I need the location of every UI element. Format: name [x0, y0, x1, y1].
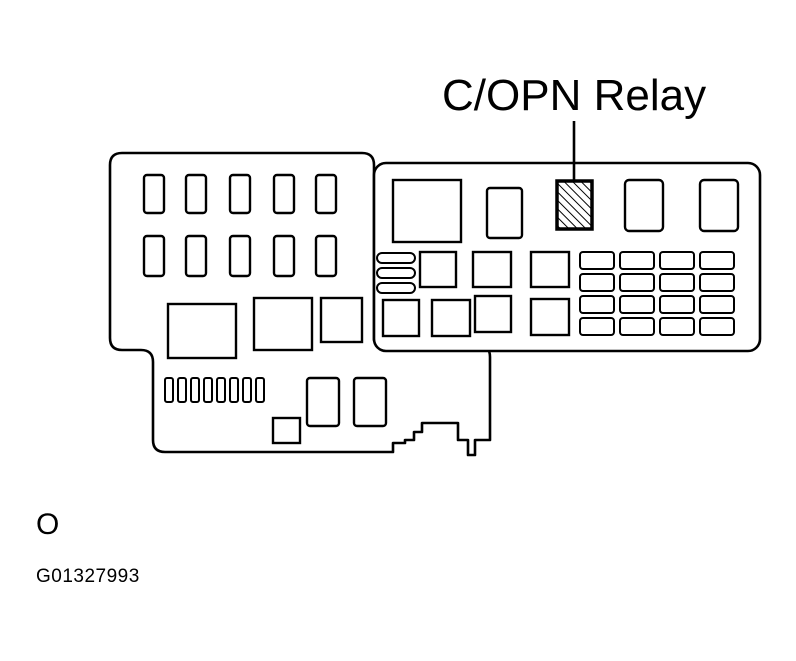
relay [485, 186, 524, 240]
mini-relay [619, 317, 655, 336]
mini-relay [619, 251, 655, 270]
mini-relay-grid [579, 251, 735, 336]
fuse [142, 173, 166, 215]
small-fuse [376, 252, 416, 264]
mini-relay [619, 295, 655, 314]
mini-relay [699, 273, 735, 292]
mini-fuse-strip [164, 377, 265, 403]
mini-relay [699, 317, 735, 336]
mini-relay [579, 317, 615, 336]
figure-code: G01327993 [36, 566, 140, 587]
fuse [272, 234, 296, 278]
relay [252, 296, 314, 352]
relay-small [271, 416, 302, 445]
reference-mark: O [36, 508, 60, 541]
mini-fuse [190, 377, 200, 403]
fuse [184, 234, 208, 278]
mini-relay [659, 295, 695, 314]
fuse [142, 234, 166, 278]
mini-fuse [164, 377, 174, 403]
copn-relay-highlight [555, 179, 594, 231]
relay [430, 298, 472, 338]
relay [166, 302, 238, 360]
fuse [228, 234, 252, 278]
relay [529, 250, 571, 289]
relay [319, 296, 364, 344]
relay [381, 298, 421, 338]
relay [529, 297, 571, 337]
mini-relay [619, 273, 655, 292]
mini-relay [659, 251, 695, 270]
fuse [314, 173, 338, 215]
relay [623, 178, 665, 233]
fuse-row-second [142, 234, 338, 278]
fuse [314, 234, 338, 278]
mini-relay [699, 295, 735, 314]
mini-fuse [177, 377, 187, 403]
mini-fuse [216, 377, 226, 403]
small-fuse-stack [376, 252, 416, 294]
small-fuse [376, 267, 416, 279]
mini-relay [699, 251, 735, 270]
relay [418, 250, 458, 289]
mini-relay [659, 273, 695, 292]
mini-relay [579, 251, 615, 270]
fuse-large [352, 376, 388, 428]
mini-fuse [229, 377, 239, 403]
relay-large [391, 178, 463, 244]
mini-relay [659, 317, 695, 336]
mini-relay [579, 273, 615, 292]
fuse-large [305, 376, 341, 428]
callout-label: C/OPN Relay [442, 71, 706, 120]
fuse [184, 173, 208, 215]
fuse [228, 173, 252, 215]
mini-fuse [203, 377, 213, 403]
relay [698, 178, 740, 233]
relay [471, 250, 513, 289]
relay [473, 294, 513, 334]
mini-relay [579, 295, 615, 314]
mini-fuse [242, 377, 252, 403]
fuse-row-top [142, 173, 338, 215]
fuse [272, 173, 296, 215]
mini-fuse [255, 377, 265, 403]
small-fuse [376, 282, 416, 294]
